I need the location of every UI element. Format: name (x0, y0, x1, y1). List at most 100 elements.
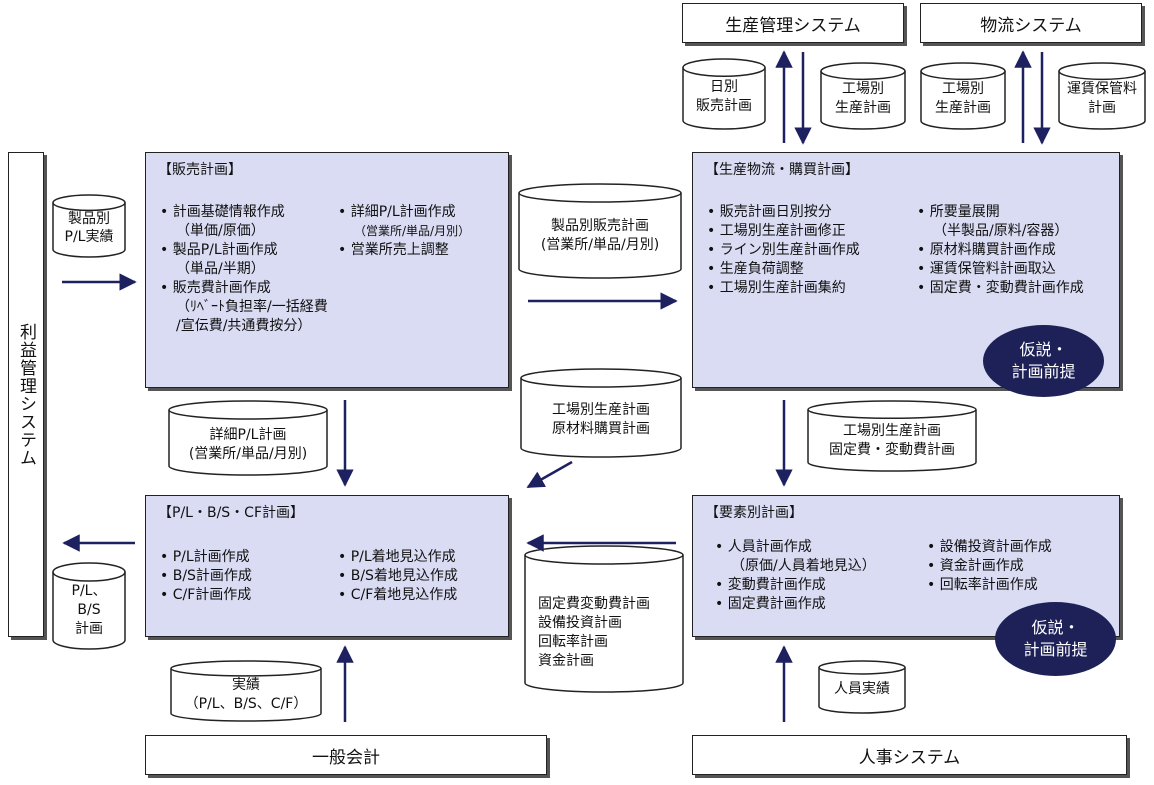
cylinder-rim (820, 70, 906, 81)
list-item: 生産負荷調整 (707, 260, 860, 279)
cylinder-rim (818, 667, 906, 675)
cyl-line: (営業所/単品/月別) (540, 237, 660, 253)
list-item: 営業所売上調整 (338, 241, 470, 260)
cylinder-rim (520, 377, 682, 388)
sales-plan-col1: 計画基礎情報作成 （単価/原価） 製品P/L計画作成 （単品/半期） 販売費計画… (160, 203, 328, 336)
cylinder-shape (52, 194, 126, 258)
cylinder-body (520, 368, 682, 458)
cyl-line: 工場別生産計画 (552, 402, 650, 418)
hr-system-label: 人事システム (858, 747, 961, 768)
hypothesis-badge-factor: 仮説・計画前提 (995, 602, 1116, 676)
general-accounting-label: 一般会計 (312, 747, 380, 768)
profit-management-system-label: 利益管理システム (16, 322, 36, 467)
db-product-sales-plan: 製品別販売計画 (営業所/単品/月別) (518, 183, 682, 279)
production-system-label: 生産管理システム (725, 15, 861, 36)
cyl-line: 設備投資計画 (538, 615, 622, 631)
list-item: 工場別生産計画修正 (707, 222, 860, 241)
cyl-line: 生産計画 (835, 100, 891, 116)
cyl-line: B/S (77, 602, 101, 618)
cyl-line: 原材料購買計画 (552, 421, 650, 437)
cyl-line: (営業所/単品/月別) (188, 446, 308, 462)
general-accounting-box: 一般会計 (145, 735, 547, 775)
hypothesis-line1: 仮説・ (1019, 340, 1068, 359)
db-product-pl-actual: 製品別 P/L実績 (52, 194, 126, 258)
cyl-line: 計画 (1088, 100, 1116, 116)
list-item: 資金計画作成 (927, 557, 1052, 576)
list-item: 製品P/L計画作成 (160, 241, 328, 260)
logistics-system-box: 物流システム (920, 3, 1142, 43)
cylinder-rim (52, 202, 126, 212)
cylinder-rim (170, 668, 322, 677)
cylinder-shape (818, 660, 906, 714)
list-subitem: /宣伝費/共通費按分） (176, 318, 312, 334)
cyl-line: 回転率計画 (538, 634, 608, 650)
arrow-production-to-pl-diagonal (526, 460, 573, 489)
sales-plan-col2: 詳細P/L計画作成 （営業所/単品/月別） 営業所売上調整 (338, 203, 470, 260)
cylinder-shape (682, 58, 766, 130)
list-item: 販売計画日別按分 (707, 203, 860, 222)
list-item: ライン別生産計画作成 (707, 241, 860, 260)
pl-bs-cf-plan-panel: 【P/L・B/S・CF計画】 P/L計画作成 B/S計画作成 C/F計画作成 P… (145, 495, 509, 637)
hypothesis-line1: 仮説・ (1031, 618, 1080, 637)
list-item: B/S着地見込作成 (338, 567, 458, 586)
production-plan-col2: 所要量展開 （半製品/原料/容器） 原材料購買計画作成 運賃保管料計画取込 固定… (917, 203, 1084, 298)
cyl-line: 計画 (75, 621, 103, 637)
cylinder-shape (820, 62, 906, 130)
cyl-line: P/L実績 (64, 229, 114, 245)
list-item: 設備投資計画作成 (927, 538, 1052, 557)
cylinder-shape (52, 562, 126, 650)
list-item: 運賃保管料計画取込 (917, 260, 1084, 279)
cyl-line: 販売計画 (696, 98, 752, 114)
list-item: P/L計画作成 (160, 548, 252, 567)
list-subitem: （ﾘﾍﾞｰﾄ負担率/一括経費 (176, 299, 328, 315)
list-subitem: （原価/人員着地見込） (731, 558, 876, 574)
list-item: 人員計画作成 (715, 538, 876, 557)
cylinder-rim (682, 67, 766, 78)
cylinder-shape (518, 183, 682, 279)
list-item: 変動費計画作成 (715, 576, 876, 595)
cyl-line: 製品別 (68, 211, 110, 227)
list-subitem: （単品/半期） (176, 261, 265, 277)
cylinder-rim (1058, 70, 1146, 81)
cylinder-body (168, 400, 328, 476)
list-item: 回転率計画作成 (927, 576, 1052, 595)
list-item: B/S計画作成 (160, 567, 252, 586)
production-system-box: 生産管理システム (682, 3, 904, 43)
db-factory-production-plan-1: 工場別 生産計画 (820, 62, 906, 130)
list-item: P/L着地見込作成 (338, 548, 458, 567)
cyl-line: 固定費・変動費計画 (829, 442, 955, 458)
factor-plan-title: 【要素別計画】 (705, 505, 803, 521)
cylinder-rim (518, 192, 682, 203)
db-actual-results: 実績 （P/L、B/S、C/F） (170, 660, 322, 722)
cylinder-body (1058, 62, 1146, 130)
cylinder-rim (52, 571, 126, 582)
db-daily-sales-plan: 日別 販売計画 (682, 58, 766, 130)
list-item: 原材料購買計画作成 (917, 241, 1084, 260)
cyl-line: P/L、 (71, 583, 107, 599)
cyl-line: 実績 (232, 677, 260, 693)
cyl-line: （P/L、B/S、C/F） (184, 696, 308, 712)
cylinder-body (820, 62, 906, 130)
cyl-line: 日別 (710, 79, 738, 95)
cyl-line: 生産計画 (935, 100, 991, 116)
db-factory-production-plan-2: 工場別 生産計画 (920, 62, 1006, 130)
cylinder-body (524, 545, 684, 693)
cylinder-shape (520, 368, 682, 458)
cylinder-shape (168, 400, 328, 476)
list-item: 販売費計画作成 (160, 279, 328, 298)
cylinder-body (170, 660, 322, 722)
hypothesis-badge-production: 仮説・計画前提 (983, 325, 1104, 397)
factor-plan-col2: 設備投資計画作成 資金計画作成 回転率計画作成 (927, 538, 1052, 595)
db-cost-investment-plans: 固定費変動費計画 設備投資計画 回転率計画 資金計画 (524, 545, 684, 693)
list-item: C/F着地見込作成 (338, 586, 458, 605)
db-staff-actual: 人員実績 (818, 660, 906, 714)
list-subitem: （営業所/単品/月別） (354, 224, 471, 238)
cylinder-shape (524, 545, 684, 693)
cyl-line: 詳細P/L計画 (209, 427, 287, 443)
db-detail-pl-plan: 詳細P/L計画 (営業所/単品/月別) (168, 400, 328, 476)
cylinder-body (682, 58, 766, 130)
cylinder-shape (170, 660, 322, 722)
cyl-line: 工場別 (842, 81, 884, 97)
cylinder-shape (1058, 62, 1146, 130)
